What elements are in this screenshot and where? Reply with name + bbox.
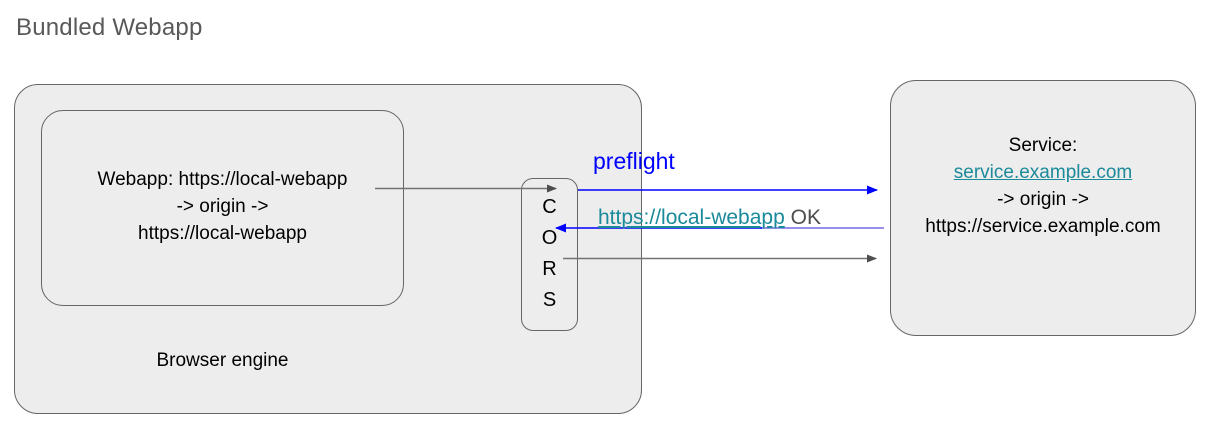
webapp-text: Webapp: https://local-webapp -> origin -…: [41, 166, 404, 247]
service-box: [890, 80, 1196, 336]
response-origin-link[interactable]: https://local-webapp: [598, 206, 785, 229]
cors-letter-c: C: [542, 196, 557, 218]
service-text-line4: https://service.example.com: [925, 216, 1161, 237]
cors-box: [521, 178, 578, 331]
browser-engine-label: Browser engine: [156, 350, 289, 371]
preflight-response-label: https://local-webapp OK: [598, 206, 821, 230]
cors-letter-o: O: [541, 227, 558, 249]
service-domain-link[interactable]: service.example.com: [953, 162, 1133, 183]
preflight-label: preflight: [593, 148, 675, 174]
webapp-text-line3: https://local-webapp: [138, 223, 307, 244]
cors-letter-r: R: [542, 258, 557, 280]
webapp-text-line2: -> origin ->: [176, 196, 269, 217]
webapp-text-line1: Webapp: https://local-webapp: [97, 169, 348, 190]
page-title: Bundled Webapp: [16, 14, 203, 41]
service-text: Service: service.example.com -> origin -…: [895, 132, 1191, 240]
service-text-line3: -> origin ->: [997, 189, 1089, 210]
response-status-text: OK: [784, 206, 821, 229]
service-text-line1: Service:: [1008, 135, 1078, 156]
cors-letter-s: S: [542, 289, 557, 311]
cors-label: C O R S: [521, 192, 578, 316]
webapp-box: [41, 110, 404, 306]
